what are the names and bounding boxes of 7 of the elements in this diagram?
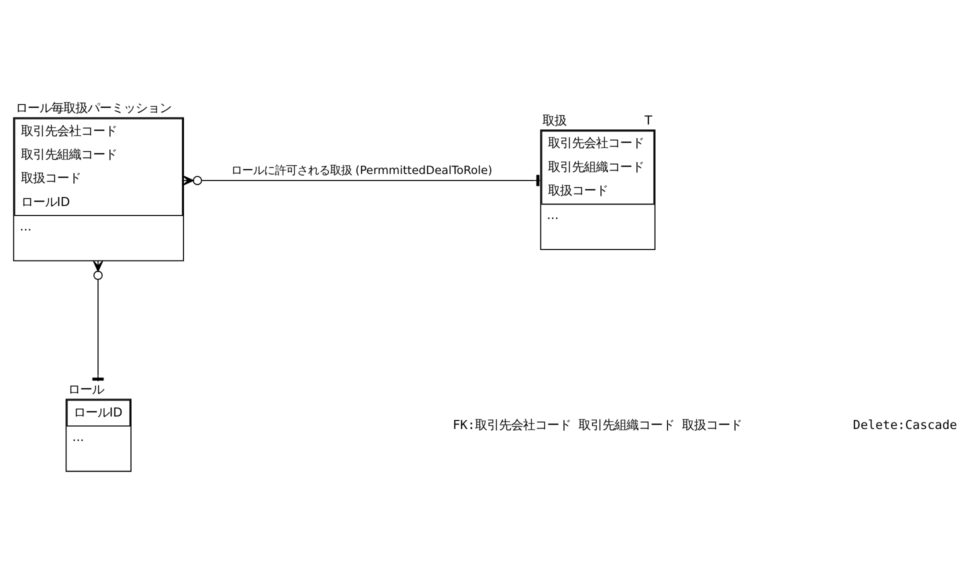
node-label: ロール: [68, 382, 104, 396]
label: FK:取引先会社コード 取引先組織コード 取扱コード: [452, 418, 742, 432]
node-label: ロール毎取扱パーミッション: [15, 100, 172, 115]
node-label: T: [644, 113, 652, 127]
node-label: 取扱: [542, 113, 566, 127]
edge-label: ロールに許可される取扱 (PermmittedDealToRole): [230, 162, 492, 177]
label: Delete:Cascade: [852, 418, 957, 432]
